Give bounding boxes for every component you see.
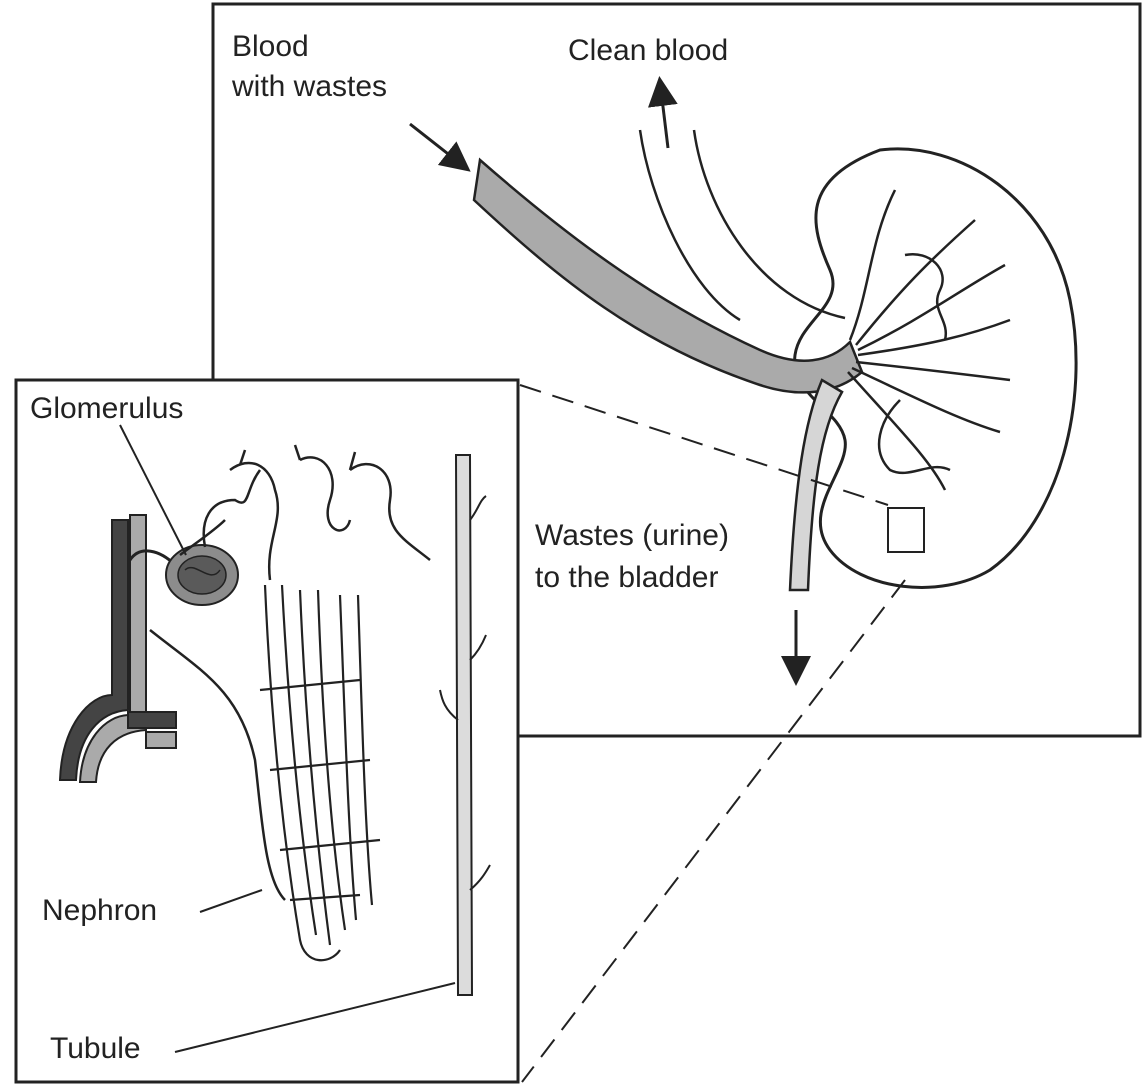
label-wastes-line1: Wastes (urine) xyxy=(535,519,729,552)
label-clean-blood: Clean blood xyxy=(568,34,728,67)
label-blood-with-wastes-line1: Blood xyxy=(232,30,309,63)
nephron-panel: Glomerulus Nephron Tubule xyxy=(16,380,518,1082)
vessel-elbow-grey xyxy=(146,732,176,748)
label-blood-with-wastes-line2: with wastes xyxy=(231,70,387,103)
vessel-elbow-dark xyxy=(128,712,176,728)
glomerulus xyxy=(166,545,238,605)
label-glomerulus: Glomerulus xyxy=(30,392,183,425)
magnified-region-box xyxy=(888,508,924,552)
collecting-tubule xyxy=(456,455,472,995)
label-nephron: Nephron xyxy=(42,894,157,927)
label-wastes-line2: to the bladder xyxy=(535,561,718,594)
label-tubule: Tubule xyxy=(50,1032,141,1065)
